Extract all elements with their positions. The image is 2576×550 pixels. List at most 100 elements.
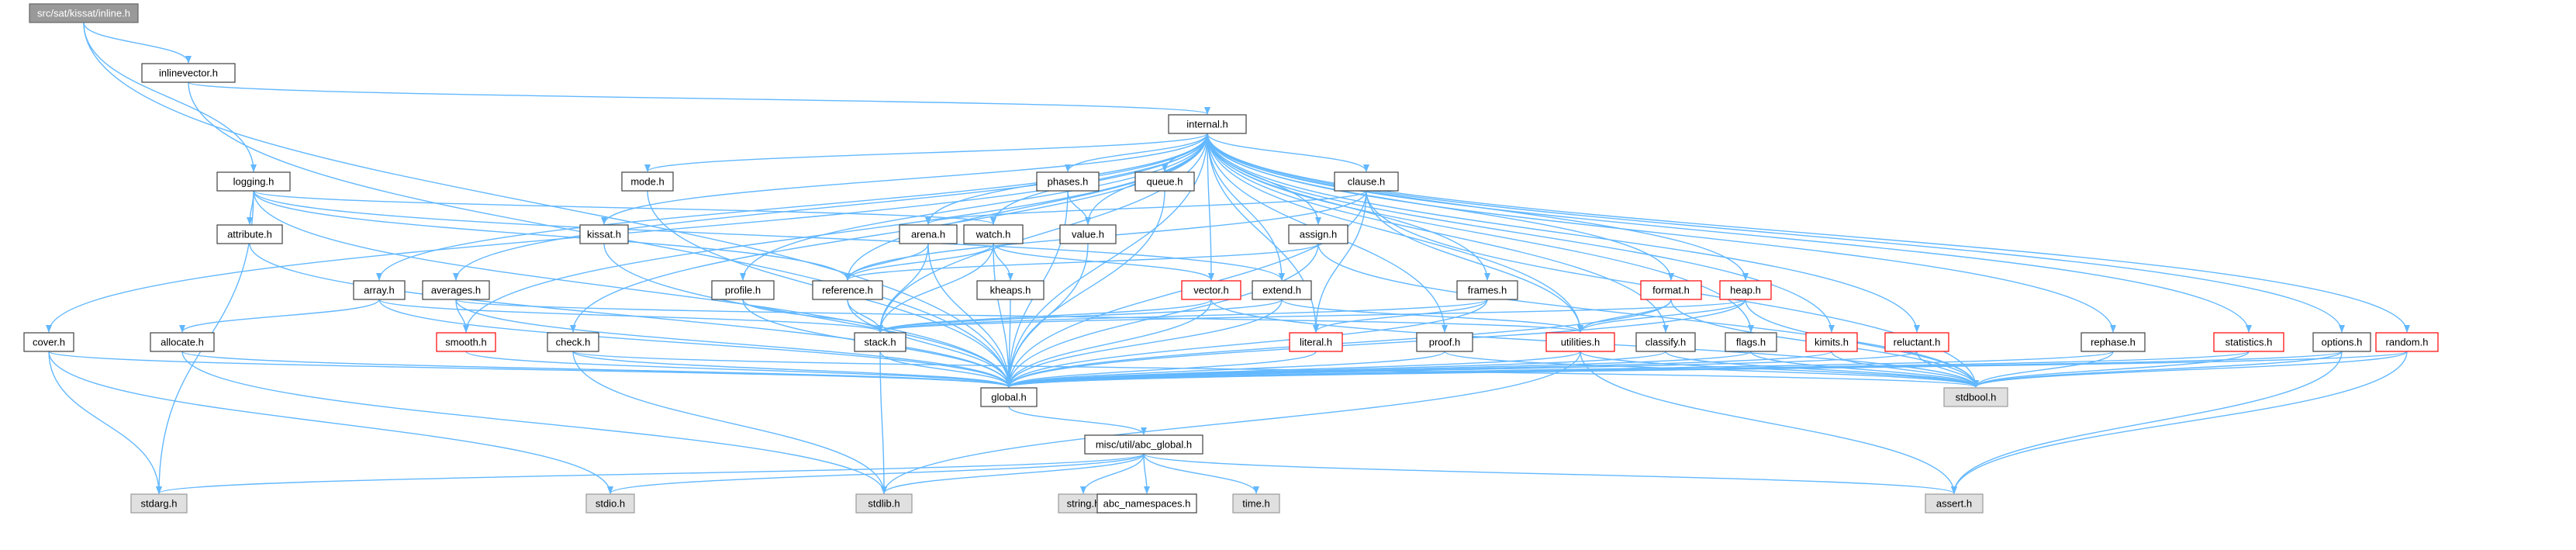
- node-label: classify.h: [1645, 337, 1687, 348]
- edge-random-to-stdbool: [1973, 351, 2408, 388]
- node-box: [585, 493, 635, 514]
- node-smooth[interactable]: smooth.h: [436, 332, 496, 352]
- edge-abc_global-to-string: [1080, 453, 1145, 494]
- node-stdarg[interactable]: stdarg.h: [130, 493, 188, 514]
- node-inlinevector[interactable]: inlinevector.h: [141, 63, 236, 83]
- node-kheaps[interactable]: kheaps.h: [976, 280, 1045, 300]
- node-vector[interactable]: vector.h: [1181, 280, 1241, 300]
- node-label: profile.h: [725, 285, 761, 296]
- edge-options-to-stdbool: [1973, 351, 2343, 388]
- edge-inline-to-global: [83, 22, 1012, 388]
- node-label: queue.h: [1147, 176, 1183, 188]
- node-global[interactable]: global.h: [980, 387, 1038, 407]
- node-proof[interactable]: proof.h: [1416, 332, 1473, 352]
- node-classify[interactable]: classify.h: [1635, 332, 1696, 352]
- edge-random-to-assert: [1951, 351, 2408, 494]
- node-box: [150, 332, 215, 352]
- node-label: clause.h: [1348, 176, 1385, 188]
- edge-utilities-to-assert: [1580, 351, 1957, 494]
- node-random[interactable]: random.h: [2375, 332, 2439, 352]
- edge-internal-to-phases: [1065, 133, 1208, 172]
- node-inline[interactable]: src/sat/kissat/inline.h: [29, 3, 139, 23]
- node-stdio[interactable]: stdio.h: [585, 493, 635, 514]
- edge-heap-to-stdbool: [1745, 299, 1979, 388]
- node-assign[interactable]: assign.h: [1288, 224, 1348, 244]
- node-flags[interactable]: flags.h: [1725, 332, 1777, 352]
- node-array[interactable]: array.h: [353, 280, 406, 300]
- edge-internal-to-smooth: [463, 133, 1208, 333]
- node-label: smooth.h: [445, 337, 486, 348]
- node-kimits[interactable]: kimits.h: [1805, 332, 1858, 352]
- node-abc-namespaces[interactable]: abc_namespaces.h: [1096, 493, 1197, 514]
- edge-abc_global-to-stdlib: [881, 453, 1145, 494]
- node-label: stdbool.h: [1956, 392, 1997, 403]
- node-reference[interactable]: reference.h: [812, 280, 883, 300]
- node-stdbool[interactable]: stdbool.h: [1943, 387, 2008, 407]
- node-rephase[interactable]: rephase.h: [2080, 332, 2146, 352]
- node-clause[interactable]: clause.h: [1334, 171, 1399, 192]
- edge-options-to-assert: [1951, 351, 2343, 494]
- node-logging[interactable]: logging.h: [216, 171, 291, 192]
- edge-logging-to-extend: [253, 190, 1285, 281]
- node-label: attribute.h: [227, 229, 272, 240]
- node-allocate[interactable]: allocate.h: [150, 332, 215, 352]
- node-profile[interactable]: profile.h: [711, 280, 775, 300]
- node-box: [29, 3, 139, 23]
- node-averages[interactable]: averages.h: [422, 280, 490, 300]
- node-queue[interactable]: queue.h: [1134, 171, 1195, 192]
- edge-internal-to-rephase: [1207, 133, 2116, 333]
- node-cover[interactable]: cover.h: [23, 332, 74, 352]
- node-box: [1725, 332, 1777, 352]
- edge-averages-to-utilities: [455, 299, 1583, 333]
- node-box: [854, 332, 906, 352]
- node-frames[interactable]: frames.h: [1456, 280, 1518, 300]
- node-label: stdio.h: [596, 498, 625, 510]
- edge-internal-to-extend: [1207, 133, 1285, 281]
- node-utilities[interactable]: utilities.h: [1545, 332, 1615, 352]
- node-abc-global[interactable]: misc/util/abc_global.h: [1084, 434, 1203, 455]
- node-options[interactable]: options.h: [2312, 332, 2371, 352]
- node-box: [547, 332, 599, 352]
- node-stdlib[interactable]: stdlib.h: [855, 493, 913, 514]
- node-box: [579, 224, 629, 244]
- node-assert[interactable]: assert.h: [1925, 493, 1984, 514]
- edge-internal-to-averages: [453, 133, 1208, 281]
- edge-abc_global-to-stdio: [607, 453, 1145, 494]
- node-value[interactable]: value.h: [1059, 224, 1117, 244]
- edge-internal-to-options: [1207, 133, 2345, 333]
- edge-averages-to-global: [455, 299, 1012, 388]
- edge-reluctant-to-global: [1006, 351, 1918, 388]
- node-label: vector.h: [1193, 285, 1229, 296]
- edge-internal-to-random: [1207, 133, 2410, 333]
- edge-array-to-global: [378, 299, 1012, 388]
- node-extend[interactable]: extend.h: [1252, 280, 1312, 300]
- node-box: [963, 224, 1024, 244]
- node-mode[interactable]: mode.h: [621, 171, 674, 192]
- edge-internal-to-assign: [1207, 133, 1321, 225]
- node-label: stack.h: [864, 337, 896, 348]
- edge-frames-to-literal: [1313, 299, 1488, 333]
- node-heap[interactable]: heap.h: [1719, 280, 1772, 300]
- node-label: random.h: [2386, 337, 2429, 348]
- node-phases[interactable]: phases.h: [1036, 171, 1100, 192]
- edge-averages-to-smooth: [455, 299, 469, 333]
- node-box: [1289, 332, 1343, 352]
- node-arena[interactable]: arena.h: [899, 224, 958, 244]
- node-time[interactable]: time.h: [1232, 493, 1280, 514]
- node-statistics[interactable]: statistics.h: [2213, 332, 2284, 352]
- edge-logging-to-global: [253, 190, 1012, 388]
- edge-array-to-stack: [378, 299, 883, 333]
- node-format[interactable]: format.h: [1640, 280, 1702, 300]
- node-reluctant[interactable]: reluctant.h: [1884, 332, 1949, 352]
- edge-array-to-allocate: [179, 299, 380, 333]
- node-stack[interactable]: stack.h: [854, 332, 906, 352]
- node-label: mode.h: [630, 176, 664, 188]
- node-internal[interactable]: internal.h: [1168, 114, 1247, 134]
- node-attribute[interactable]: attribute.h: [216, 224, 283, 244]
- node-kissat[interactable]: kissat.h: [579, 224, 629, 244]
- node-check[interactable]: check.h: [547, 332, 599, 352]
- node-watch[interactable]: watch.h: [963, 224, 1024, 244]
- node-box: [855, 493, 913, 514]
- node-literal[interactable]: literal.h: [1289, 332, 1343, 352]
- edge-inline-to-inlinevector: [83, 22, 192, 64]
